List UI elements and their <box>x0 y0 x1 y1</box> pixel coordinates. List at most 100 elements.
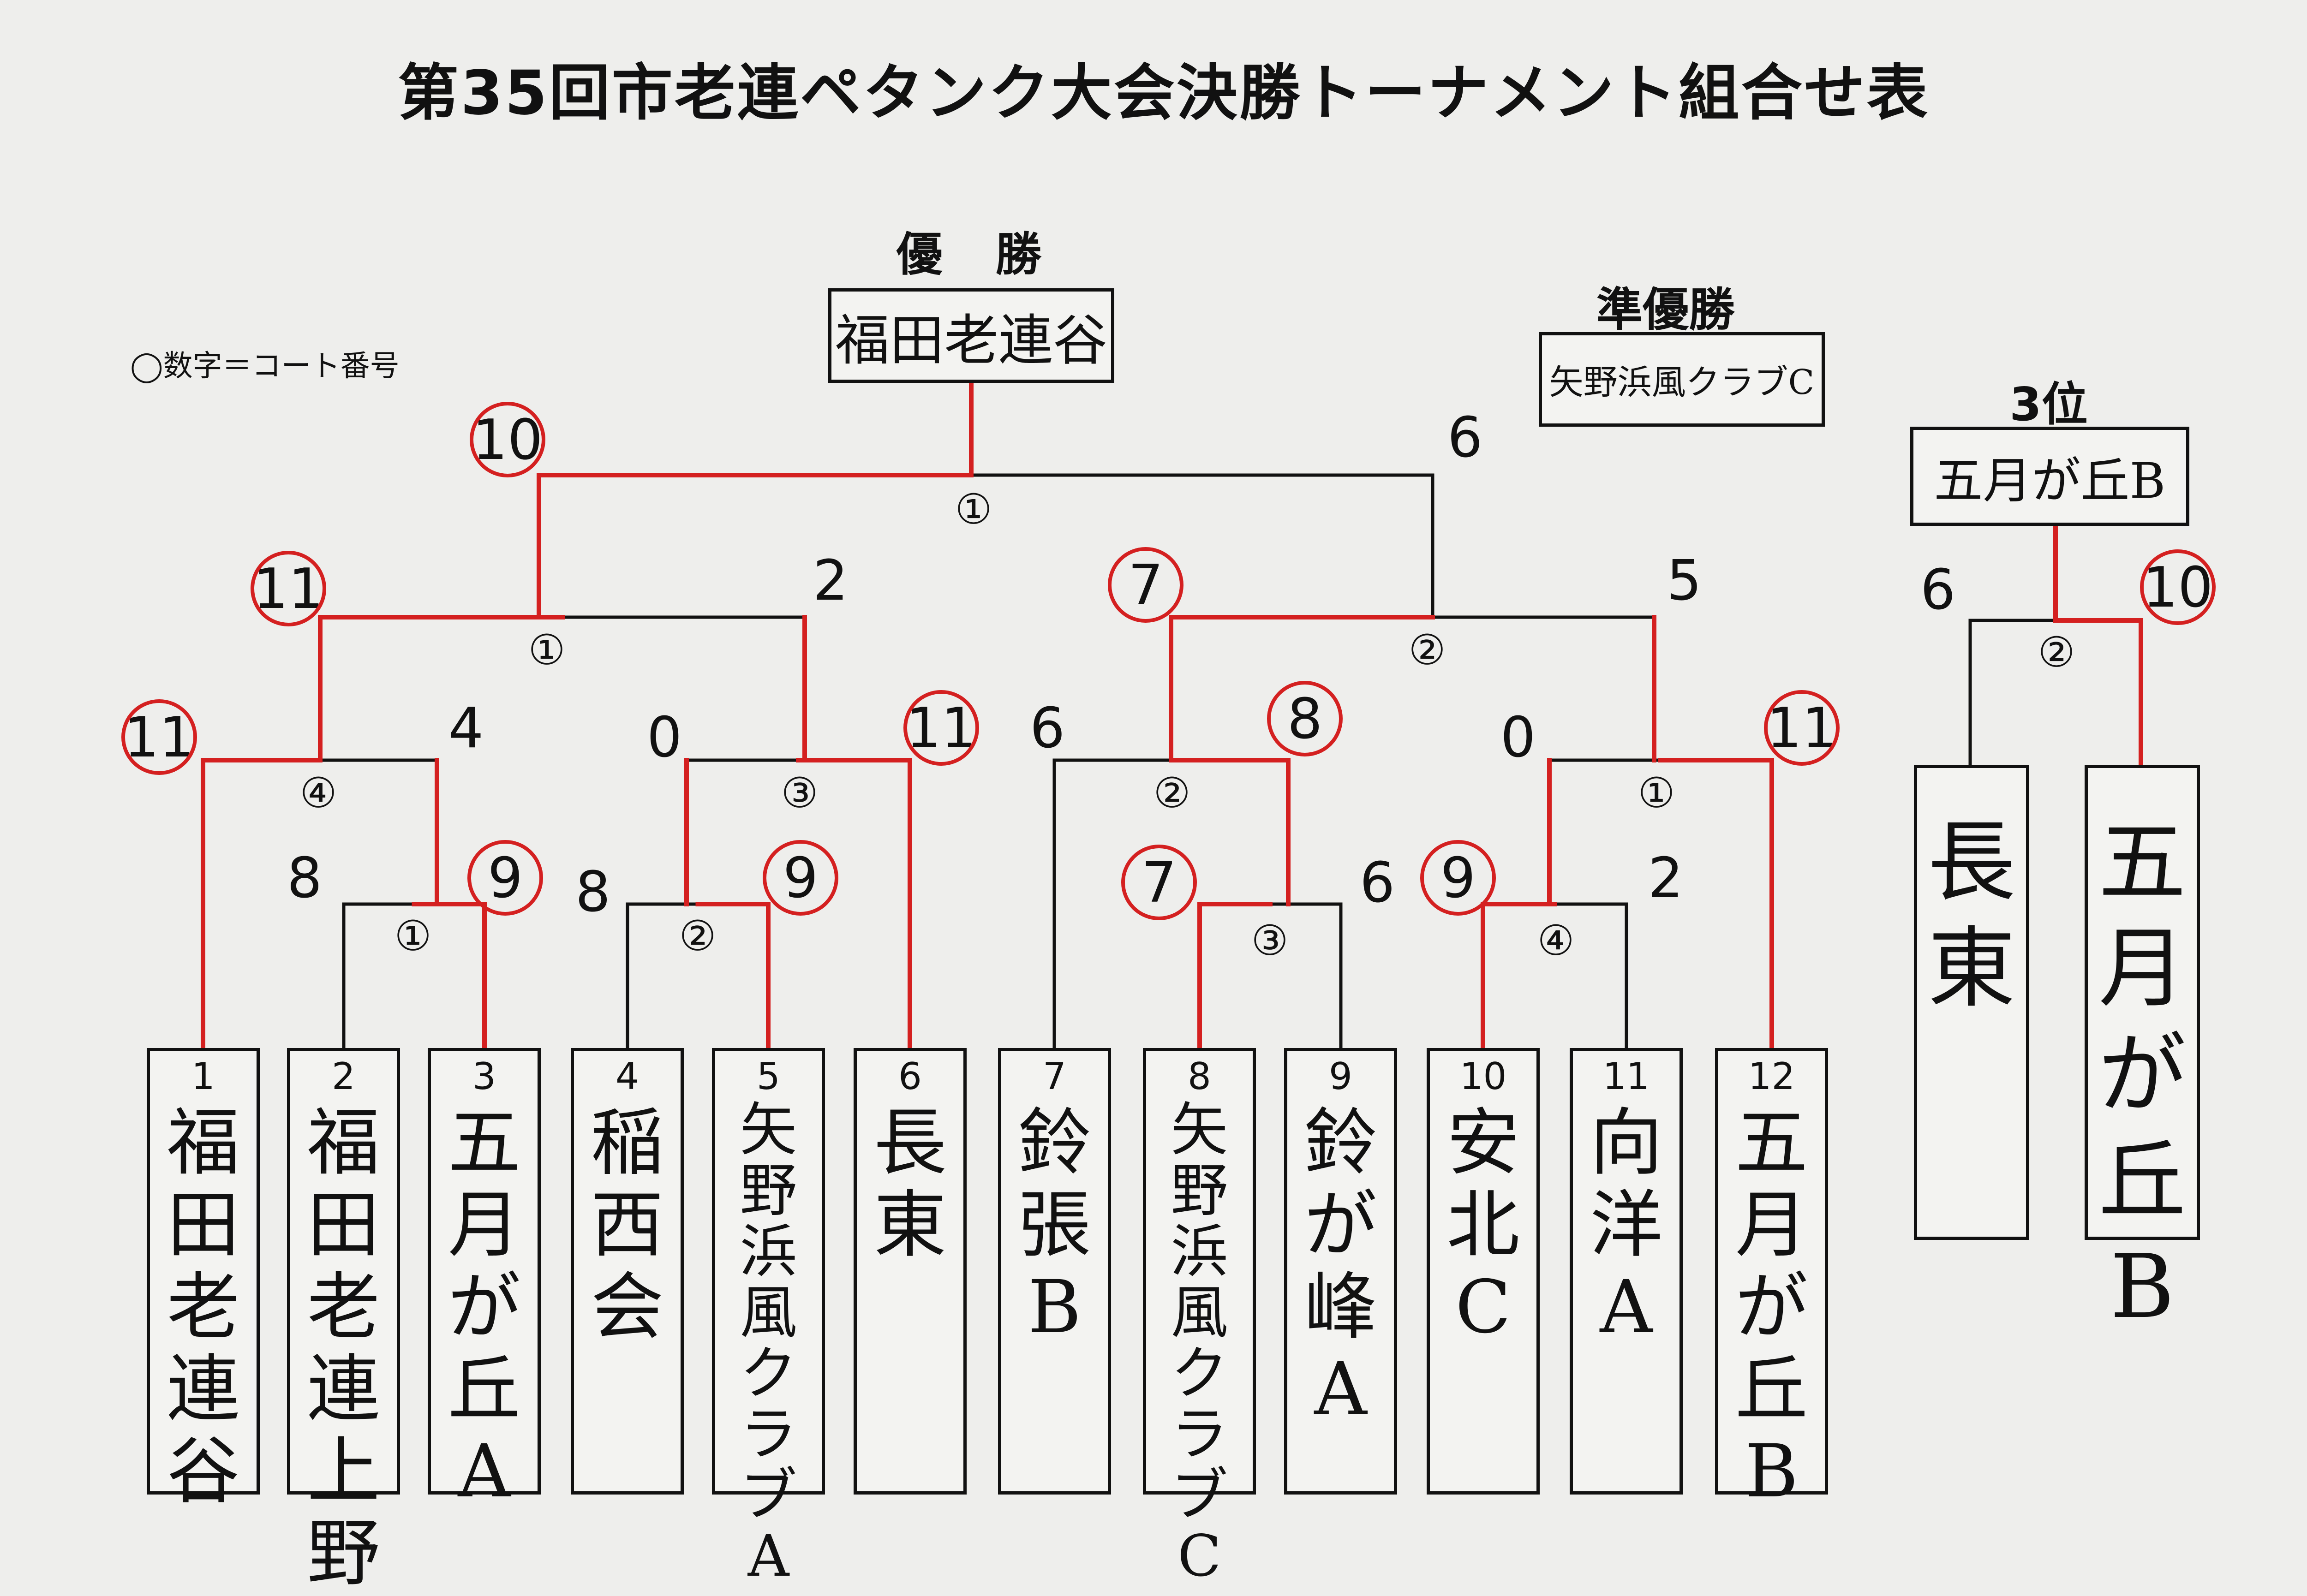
team-name: 福 田 老 連 上 野 <box>307 1101 380 1596</box>
team-name: 福 田 老 連 谷 <box>167 1101 240 1514</box>
third-place-label: 3位 <box>2009 377 2088 431</box>
team-name: 向 洋 A <box>1590 1101 1663 1350</box>
team-name: 五 月 が 丘 B <box>2098 811 2186 1338</box>
court-number: ① <box>528 626 566 674</box>
team-box-11: 11 向 洋 A <box>1570 1048 1683 1495</box>
team-number: 12 <box>1748 1055 1795 1098</box>
court-number: ① <box>1638 769 1675 817</box>
team-name: 五 月 が 丘 B <box>1735 1101 1808 1514</box>
runner-up-team-name: 矢野浜風クラブC <box>1549 363 1815 402</box>
runner-up-label: 準優勝 <box>1596 283 1735 337</box>
team-name: 矢 野 浜 風 ク ラ ブ A <box>740 1097 797 1590</box>
court-number: ② <box>679 912 717 960</box>
match-score: 4 <box>448 697 484 761</box>
match-score: 9 <box>488 846 523 911</box>
team-name: 矢 野 浜 風 ク ラ ブ C <box>1171 1097 1228 1590</box>
match-score: 11 <box>906 697 977 761</box>
team-box-6: 6 長 東 <box>854 1048 967 1495</box>
team-box-7: 7 鈴 張 B <box>998 1048 1111 1495</box>
court-number: ① <box>394 912 432 960</box>
match-score: 8 <box>287 846 322 911</box>
winner-score-circle <box>763 840 838 916</box>
match-score: 8 <box>575 860 610 924</box>
match-score: 11 <box>124 706 195 770</box>
winner-score-circle <box>1267 681 1343 756</box>
match-score: 6 <box>1447 406 1482 470</box>
court-legend: ◯数字＝コート番号 <box>130 349 400 383</box>
match-score: 6 <box>1030 697 1065 761</box>
winner-score-circle <box>251 551 326 626</box>
match-score: 6 <box>1360 851 1395 915</box>
champion-team-box: 福田老連谷 <box>828 288 1114 383</box>
court-number: ③ <box>781 769 819 817</box>
team-name: 五 月 が 丘 A <box>448 1101 521 1514</box>
winner-score-circle <box>467 840 543 916</box>
court-number: ② <box>1154 769 1191 817</box>
winner-score-circle <box>1764 690 1840 766</box>
team-box-10: 10 安 北 C <box>1427 1048 1540 1495</box>
match-score: 0 <box>647 706 682 770</box>
team-number: 5 <box>757 1055 780 1098</box>
champion-team-name: 福田老連谷 <box>835 309 1107 372</box>
team-name: 安 北 C <box>1446 1101 1520 1350</box>
match-score: 10 <box>472 408 543 472</box>
court-number: ① <box>955 485 992 534</box>
court-number: ③ <box>1251 917 1289 965</box>
team-number: 2 <box>332 1055 355 1098</box>
team-number: 4 <box>616 1055 639 1098</box>
runner-up-team-box: 矢野浜風クラブC <box>1539 332 1825 427</box>
court-number: ④ <box>300 769 337 817</box>
team-name: 長 東 <box>873 1101 947 1268</box>
court-number: ② <box>1409 626 1446 674</box>
page-title: 第35回市老連ペタンク大会決勝トーナメント組合せ表 <box>398 58 1930 129</box>
team-box-9: 9 鈴 が 峰 A <box>1284 1048 1397 1495</box>
court-number: ② <box>2038 628 2075 677</box>
third-place-team-box: 五月が丘B <box>1910 427 2189 526</box>
third-place-team-name: 五月が丘B <box>1934 452 2166 509</box>
winner-score-circle <box>121 699 197 775</box>
team-box-2: 2 福 田 老 連 上 野 <box>287 1048 400 1595</box>
match-score: 9 <box>1440 846 1476 911</box>
match-score: 7 <box>1142 851 1177 915</box>
team-number: 7 <box>1043 1055 1066 1098</box>
winner-score-circle <box>470 402 545 477</box>
match-score: 9 <box>783 846 818 911</box>
team-box-8: 8 矢 野 浜 風 ク ラ ブ C <box>1143 1048 1256 1587</box>
team-name: 鈴 張 B <box>1018 1101 1091 1350</box>
team-box-4: 4 稲 西 会 <box>571 1048 684 1495</box>
match-score: 2 <box>813 549 848 613</box>
match-score: 6 <box>1920 558 1955 622</box>
champion-label: 優 勝 <box>896 227 1060 281</box>
winner-score-circle <box>1420 840 1496 916</box>
team-number: 9 <box>1329 1055 1352 1098</box>
winner-score-circle <box>2140 549 2216 625</box>
winner-score-circle <box>903 690 979 766</box>
winner-score-circle <box>1121 845 1197 920</box>
team-number: 8 <box>1188 1055 1211 1098</box>
match-score: 8 <box>1287 687 1322 751</box>
team-box-5: 5 矢 野 浜 風 ク ラ ブ A <box>712 1048 825 1587</box>
match-score: 10 <box>2143 556 2213 620</box>
match-score: 7 <box>1128 554 1163 618</box>
match-score: 0 <box>1500 706 1536 770</box>
third-place-box-2: 五 月 が 丘 B <box>2085 765 2200 1338</box>
team-box-12: 12 五 月 が 丘 B <box>1715 1048 1828 1513</box>
team-number: 1 <box>191 1055 215 1098</box>
team-box-3: 3 五 月 が 丘 A <box>428 1048 541 1513</box>
match-score: 5 <box>1667 549 1702 613</box>
team-number: 10 <box>1459 1055 1507 1098</box>
team-number: 11 <box>1602 1055 1650 1098</box>
third-place-box-1: 長 東 <box>1914 765 2029 1240</box>
match-score: 11 <box>1767 697 1837 761</box>
team-number: 6 <box>898 1055 922 1098</box>
winner-score-circle <box>1108 547 1183 623</box>
team-name: 長 東 <box>1927 811 2015 1019</box>
team-name: 稲 西 会 <box>591 1101 664 1350</box>
match-score: 2 <box>1648 846 1683 911</box>
team-name: 鈴 が 峰 A <box>1304 1101 1377 1432</box>
team-number: 3 <box>472 1055 496 1098</box>
match-score: 11 <box>253 557 324 621</box>
team-box-1: 1 福 田 老 連 谷 <box>147 1048 260 1513</box>
